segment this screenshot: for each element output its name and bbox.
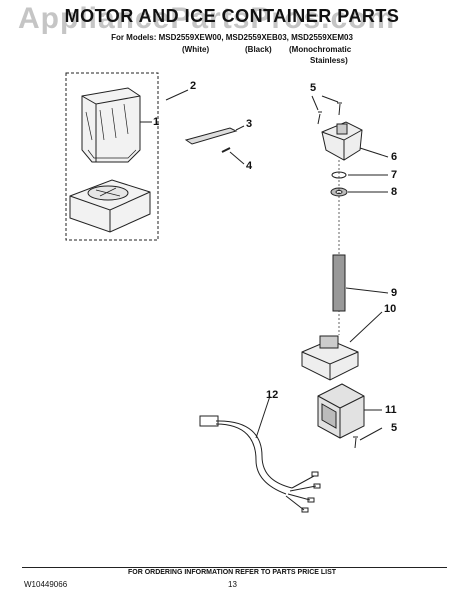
leader-5a	[311, 95, 319, 111]
finish-stainless: Stainless)	[310, 56, 348, 65]
gearbox-cover	[301, 335, 359, 381]
assembly-dashed-box	[65, 72, 159, 241]
ordering-note: FOR ORDERING INFORMATION REFER TO PARTS …	[127, 569, 337, 576]
leader-4	[229, 151, 245, 165]
leader-12	[255, 395, 271, 439]
leader-2	[165, 89, 189, 101]
callout-2: 2	[190, 80, 197, 92]
leader-5b	[359, 427, 383, 441]
callout-5-top: 5	[310, 82, 317, 94]
callout-8: 8	[391, 186, 398, 198]
page-number: 13	[228, 580, 237, 589]
watermark: AppliancePartsPros.com	[18, 2, 396, 35]
drive-shaft	[332, 254, 346, 312]
callout-6: 6	[391, 151, 398, 163]
finish-monochromatic: (Monochromatic	[289, 45, 352, 54]
callout-5-bottom: 5	[391, 422, 398, 434]
motor	[317, 383, 365, 439]
callout-4: 4	[246, 160, 253, 172]
page-title: MOTOR AND ICE CONTAINER PARTS	[64, 6, 400, 26]
leader-9	[345, 287, 389, 294]
wire-harness	[199, 415, 321, 513]
finish-white: (White)	[182, 45, 210, 54]
leader-10	[349, 311, 383, 343]
callout-7: 7	[391, 169, 398, 181]
models-line: For Models: MSD2559XEW00, MSD2559XEB03, …	[111, 33, 353, 42]
leader-5a-2	[321, 95, 339, 103]
callout-9: 9	[391, 287, 398, 299]
callout-10: 10	[384, 303, 397, 315]
screw-top-left	[317, 111, 322, 125]
leader-6	[359, 147, 389, 158]
auger-strip	[184, 127, 238, 145]
finish-black: (Black)	[245, 45, 272, 54]
callout-11: 11	[385, 404, 397, 416]
document-number: W10449066	[24, 580, 68, 589]
footer-divider	[22, 567, 447, 568]
screw-top-right	[337, 102, 342, 116]
callout-1: 1	[153, 116, 160, 128]
ice-container-base	[69, 179, 151, 233]
ice-container-bucket	[81, 87, 141, 163]
motor-bracket	[321, 121, 363, 161]
screw-bottom	[353, 436, 358, 449]
leader-3	[235, 125, 245, 131]
callout-12: 12	[266, 389, 279, 401]
auger-pin	[221, 147, 231, 153]
callout-3: 3	[246, 118, 253, 130]
